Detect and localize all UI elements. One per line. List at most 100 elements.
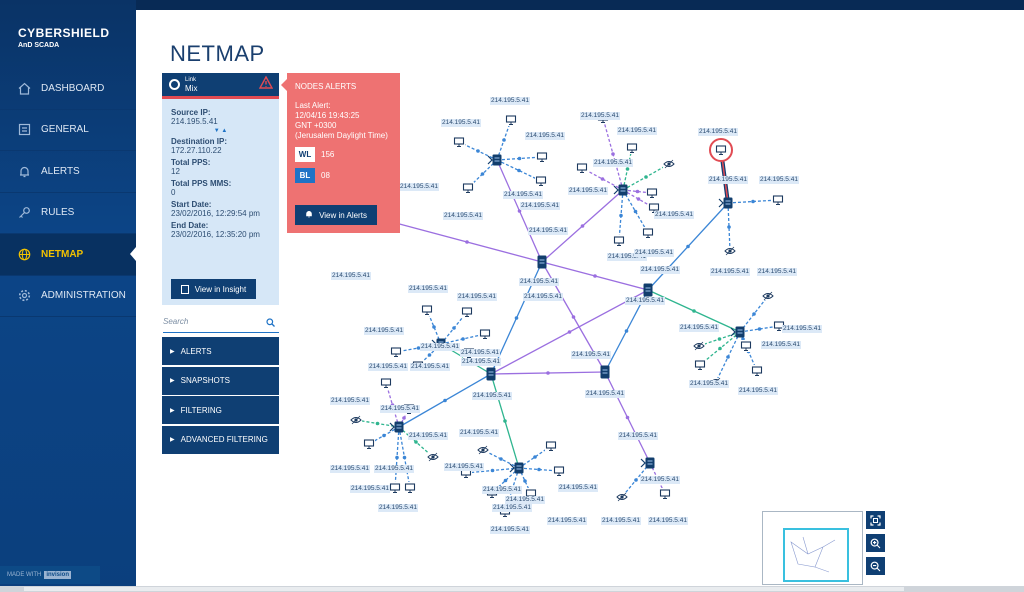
- eye-node-icon[interactable]: [724, 246, 736, 256]
- link-direction-marker: [692, 309, 696, 313]
- monitor-node-icon[interactable]: [642, 227, 654, 239]
- link-direction-marker: [432, 325, 436, 329]
- monitor-node-icon[interactable]: [380, 377, 392, 389]
- server-node-icon[interactable]: [718, 197, 733, 209]
- scrollbar-thumb[interactable]: [24, 587, 904, 591]
- warning-icon[interactable]: [258, 75, 274, 92]
- node-ip-label: 214.195.5.41: [634, 249, 674, 257]
- server-node-icon[interactable]: [389, 421, 404, 433]
- accordion-filtering[interactable]: ▶FILTERING: [162, 396, 279, 424]
- monitor-node-icon[interactable]: [772, 194, 784, 206]
- monitor-node-icon[interactable]: [453, 136, 465, 148]
- monitor-node-icon[interactable]: [576, 162, 588, 174]
- node-ip-label: 214.195.5.41: [460, 349, 500, 357]
- eye-node-icon[interactable]: [477, 445, 489, 455]
- search-icon[interactable]: [266, 318, 275, 329]
- node-ip-label: 214.195.5.41: [593, 159, 633, 167]
- monitor-node-icon[interactable]: [404, 482, 416, 494]
- whitelist-row[interactable]: WL 156: [287, 147, 400, 162]
- graph-link: [622, 189, 649, 234]
- blacklist-row[interactable]: BL 08: [287, 168, 400, 183]
- link-direction-marker: [402, 416, 406, 420]
- server-node-icon[interactable]: [537, 255, 547, 269]
- graph-link: [504, 467, 520, 513]
- link-direction-marker: [502, 138, 506, 142]
- monitor-node-icon[interactable]: [505, 114, 517, 126]
- nav-item-administration[interactable]: ADMINISTRATION: [0, 276, 136, 317]
- monitor-node-icon[interactable]: [740, 340, 752, 352]
- node-ip-label: 214.195.5.41: [640, 476, 680, 484]
- server-node-icon[interactable]: [509, 462, 524, 474]
- monitor-node-icon[interactable]: [553, 465, 565, 477]
- server-node-icon[interactable]: [487, 154, 502, 166]
- monitor-node-icon[interactable]: [751, 365, 763, 377]
- monitor-node-icon[interactable]: [535, 175, 547, 187]
- eye-node-icon[interactable]: [427, 452, 439, 462]
- server-node-icon[interactable]: [643, 283, 653, 297]
- view-in-alerts-button[interactable]: View in Alerts: [295, 205, 377, 225]
- zoom-out-button[interactable]: [866, 557, 885, 575]
- bl-badge: BL: [295, 168, 315, 183]
- eye-node-icon[interactable]: [350, 415, 362, 425]
- horizontal-scrollbar[interactable]: [0, 586, 1024, 592]
- monitor-node-icon[interactable]: [389, 482, 401, 494]
- nav-item-rules[interactable]: RULES: [0, 193, 136, 234]
- monitor-node-icon[interactable]: [479, 328, 491, 340]
- nav-item-general[interactable]: GENERAL: [0, 110, 136, 151]
- destination-ip-value: 172.27.110.22: [171, 146, 222, 155]
- brand-logo[interactable]: CYBERSHIELD AnD SCADA: [18, 26, 110, 49]
- eye-node-icon[interactable]: [616, 492, 628, 502]
- monitor-node-icon[interactable]: [363, 438, 375, 450]
- eye-node-icon[interactable]: [693, 341, 705, 351]
- sidebar: CYBERSHIELD AnD SCADA DASHBOARD GENERAL …: [0, 0, 136, 592]
- minimap[interactable]: [762, 511, 863, 585]
- server-node-icon[interactable]: [613, 184, 628, 196]
- monitor-node-icon[interactable]: [659, 488, 671, 500]
- monitor-node-icon[interactable]: [613, 235, 625, 247]
- monitor-node-icon[interactable]: [545, 440, 557, 452]
- zoom-in-button[interactable]: [866, 534, 885, 552]
- monitor-node-icon[interactable]: [462, 182, 474, 194]
- link-direction-marker: [624, 329, 629, 333]
- link-details-panel: Link Mix Source IP: 214.195.5.41 ▼ ▲ Des…: [162, 73, 279, 305]
- made-with-badge[interactable]: MADE WITH invision: [0, 566, 100, 584]
- accordion-label: SNAPSHOTS: [180, 376, 230, 385]
- view-in-insight-button[interactable]: View in Insight: [171, 279, 256, 299]
- wl-count: 156: [321, 150, 335, 159]
- server-node-icon[interactable]: [730, 326, 745, 338]
- monitor-node-icon[interactable]: [646, 187, 658, 199]
- nav-item-dashboard[interactable]: DASHBOARD: [0, 68, 136, 110]
- nav-item-alerts[interactable]: ALERTS: [0, 151, 136, 193]
- node-ip-label: 214.195.5.41: [368, 363, 408, 371]
- monitor-node-icon[interactable]: [694, 359, 706, 371]
- monitor-node-icon[interactable]: [709, 138, 733, 162]
- fit-screen-button[interactable]: [866, 511, 885, 529]
- accordion-alerts[interactable]: ▶ALERTS: [162, 337, 279, 365]
- link-direction-marker: [752, 312, 756, 316]
- node-ip-label: 214.195.5.41: [571, 351, 611, 359]
- search-input[interactable]: Search: [163, 317, 279, 333]
- zoom-out-icon: [870, 561, 881, 571]
- server-node-icon[interactable]: [640, 457, 655, 469]
- nav-label: NETMAP: [41, 248, 84, 260]
- eye-node-icon[interactable]: [762, 291, 774, 301]
- monitor-node-icon[interactable]: [626, 142, 638, 154]
- monitor-node-icon[interactable]: [461, 306, 473, 318]
- node-ip-label: 214.195.5.41: [490, 526, 530, 534]
- server-node-icon[interactable]: [600, 365, 610, 379]
- gear-icon: [16, 288, 32, 304]
- eye-node-icon[interactable]: [663, 159, 675, 169]
- nav-item-netmap[interactable]: NETMAP: [0, 234, 136, 276]
- monitor-node-icon[interactable]: [390, 346, 402, 358]
- monitor-node-icon[interactable]: [421, 304, 433, 316]
- graph-link: [739, 325, 780, 333]
- server-node-icon[interactable]: [486, 367, 496, 381]
- accordion-advanced-filtering[interactable]: ▶ADVANCED FILTERING: [162, 425, 279, 454]
- accordion-snapshots[interactable]: ▶SNAPSHOTS: [162, 366, 279, 395]
- nav-label: ADMINISTRATION: [41, 290, 126, 302]
- minimap-viewport[interactable]: [783, 528, 849, 582]
- node-ip-label: 214.195.5.41: [492, 504, 532, 512]
- monitor-node-icon[interactable]: [536, 151, 548, 163]
- link-direction-marker: [517, 156, 522, 161]
